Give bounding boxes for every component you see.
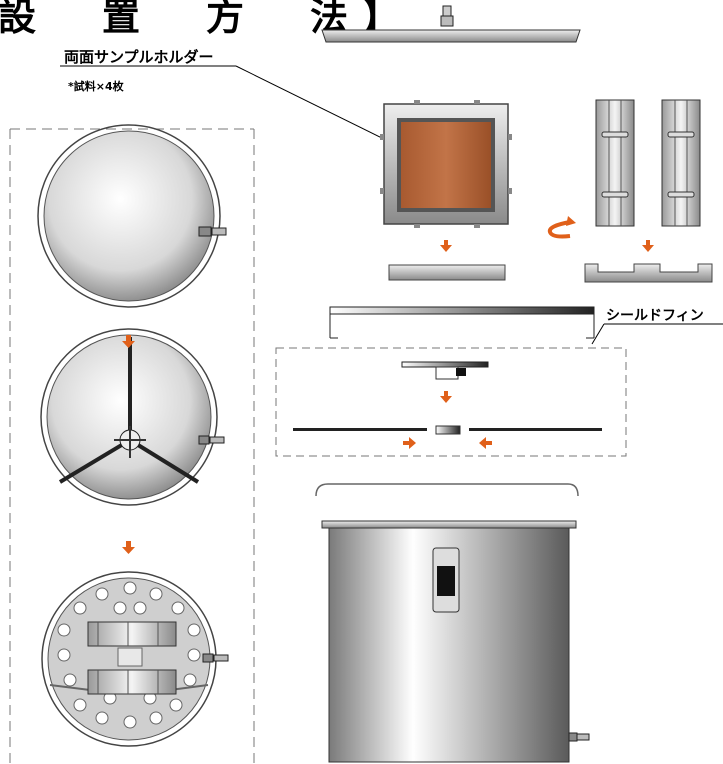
shield-fin-right	[469, 428, 602, 431]
rod-base-bar	[584, 263, 713, 283]
arrow-left-shield	[479, 437, 492, 449]
holder-note: *試料×4枚	[68, 80, 124, 93]
shield-leader-line	[591, 323, 605, 345]
arrow-down-holder	[440, 240, 452, 252]
tank-lid	[315, 483, 579, 497]
shield-fin-label: シールドフィン	[606, 308, 704, 324]
holder-leader-line	[235, 65, 389, 142]
shield-fin-center	[435, 425, 461, 435]
shield-fin-left	[293, 428, 427, 431]
holder-label: 両面サンプルホルダー	[64, 48, 214, 66]
tank-side-view	[321, 520, 590, 763]
arrow-down-rods	[642, 240, 654, 252]
vessel-top-view-spokes	[40, 328, 225, 506]
shield-fin-top	[329, 306, 595, 339]
vessel-top-view-empty	[37, 124, 227, 308]
shield-fin-hub	[401, 361, 489, 380]
arrow-right-shield	[403, 437, 416, 449]
double-sided-sample-holder	[380, 100, 512, 228]
holder-side-view-1	[595, 99, 635, 227]
vessel-top-view-loaded	[41, 571, 229, 747]
holder-side-view-2	[661, 99, 701, 227]
rotate-arrow-icon	[547, 216, 576, 239]
holder-base-bar	[388, 264, 506, 281]
shield-fin-detail-box	[275, 347, 627, 457]
arrow-down-shield	[440, 391, 452, 403]
arrow-down-left-2	[122, 541, 135, 554]
top-lid	[321, 5, 581, 43]
arrow-down-left-1	[122, 335, 135, 348]
